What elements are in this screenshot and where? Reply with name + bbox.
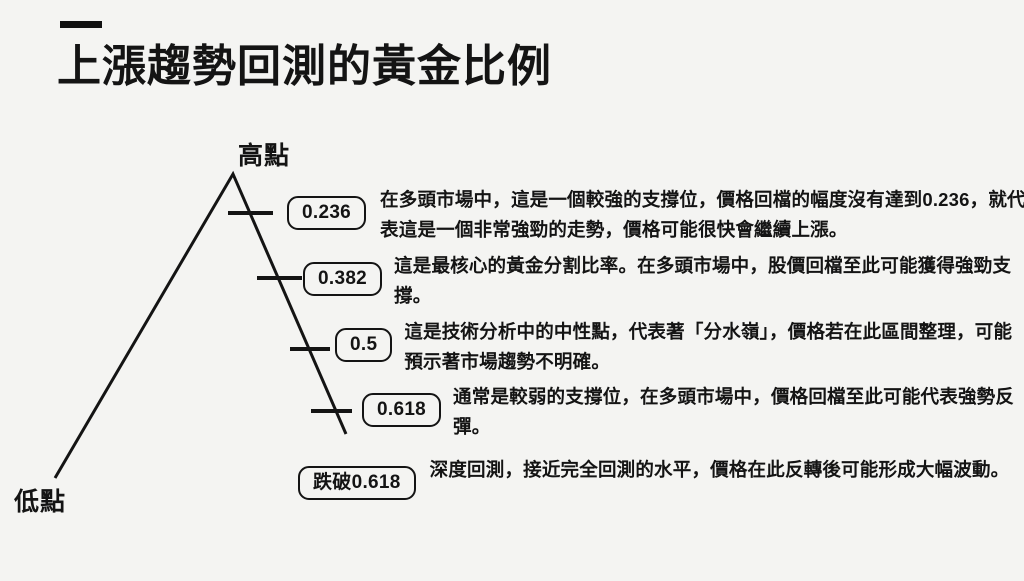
level-description-below-0618: 深度回測，接近完全回測的水平，價格在此反轉後可能形成大幅波動。 [429,459,1010,480]
level-description-05: 這是技術分析中的中性點，代表著「分水嶺」，價格若在此區間整理，可能預示著市場趨勢… [404,321,1013,372]
high-point-label: 高點 [238,142,291,170]
level-row-0618: 0.618 通常是較弱的支撐位，在多頭市場中，價格回檔至此可能代表強勢反彈。 [362,386,1024,442]
level-badge-0382[interactable]: 0.382 [303,262,383,296]
low-point-label: 低點 [14,488,67,516]
level-badge-05[interactable]: 0.5 [335,328,393,362]
level-row-0382: 0.382 這是最核心的黃金分割比率。在多頭市場中，股價回檔至此可能獲得強勁支撐… [303,255,1024,311]
level-row-below-0618: 跌破0.618 深度回測，接近完全回測的水平，價格在此反轉後可能形成大幅波動。 [298,459,1024,500]
page-title: 上漲趨勢回測的黃金比例 [57,42,552,91]
level-description-0236: 在多頭市場中，這是一個較強的支撐位，價格回檔的幅度沒有達到0.236，就代表這是… [380,189,1024,240]
level-row-0236: 0.236 在多頭市場中，這是一個較強的支撐位，價格回檔的幅度沒有達到0.236… [287,189,1024,245]
level-badge-0618[interactable]: 0.618 [362,393,442,427]
level-badge-below-0618[interactable]: 跌破0.618 [298,466,416,500]
retracement-chart-svg [53,170,352,479]
level-row-05: 0.5 這是技術分析中的中性點，代表著「分水嶺」，價格若在此區間整理，可能預示著… [335,321,1012,377]
title-accent-dash [60,21,102,28]
level-badge-0236[interactable]: 0.236 [287,196,367,230]
retracement-diagram: 高點 低點 [0,0,470,576]
level-description-0618: 通常是較弱的支撐位，在多頭市場中，價格回檔至此可能代表強勢反彈。 [453,386,1015,437]
level-description-0382: 這是最核心的黃金分割比率。在多頭市場中，股價回檔至此可能獲得強勁支撐。 [394,255,1012,306]
